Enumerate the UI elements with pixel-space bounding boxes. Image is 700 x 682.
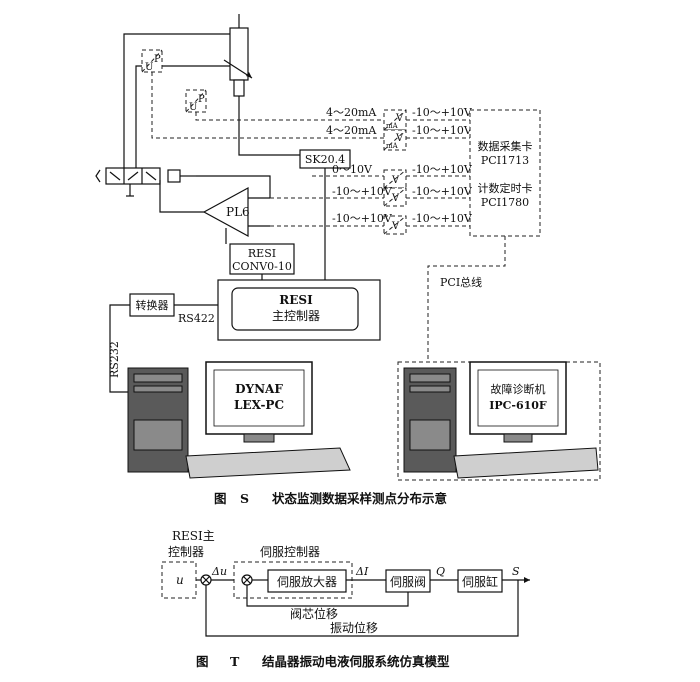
- v-converter-row2: V: [383, 187, 407, 207]
- sensor-1-u: U: [145, 62, 153, 73]
- svg-text:mA: mA: [386, 122, 399, 130]
- pc-diagnostic: 故障诊断机 IPC-610F: [397, 361, 601, 481]
- caption-t-prefix: 图: [196, 654, 209, 669]
- v-converter-row3: V: [383, 215, 407, 235]
- svg-text:Q: Q: [436, 565, 445, 578]
- svg-text:PCI1780: PCI1780: [481, 196, 529, 209]
- loop-current-1: 4～20mA: [326, 106, 377, 119]
- pressure-sensor-2: P U: [185, 89, 207, 113]
- daq-card-box: 数据采集卡 PCI1713 计数定时卡 PCI1780: [469, 109, 541, 237]
- voltage-out-5: -10～+10V: [412, 212, 473, 225]
- servo-cyl-block: 伺服缸: [457, 569, 503, 593]
- svg-text:RESI: RESI: [248, 247, 276, 260]
- sensor-2-u: U: [189, 102, 197, 113]
- svg-text:伺服阀: 伺服阀: [390, 575, 426, 589]
- caption-s-text: 状态监测数据采样测点分布示意: [272, 491, 447, 506]
- resi-conv-box: RESI CONV0-10: [229, 243, 295, 275]
- pressure-sensor-1: P U: [141, 49, 163, 73]
- ma-converter-2: V mA: [383, 129, 407, 151]
- sensor-2-p: P: [198, 94, 205, 105]
- svg-text:mA: mA: [386, 142, 399, 150]
- svg-text:PCI1713: PCI1713: [481, 154, 529, 167]
- servo-valve-block: 伺服阀: [385, 569, 431, 593]
- svg-text:计数定时卡: 计数定时卡: [478, 181, 533, 195]
- svg-text:LEX-PC: LEX-PC: [234, 398, 284, 412]
- svg-text:Δu: Δu: [211, 565, 227, 578]
- svg-text:转换器: 转换器: [136, 298, 169, 312]
- resi-label-1: RESI主: [172, 529, 215, 543]
- voltage-out-2: -10～+10V: [412, 124, 473, 137]
- svg-text:SK20.4: SK20.4: [305, 153, 345, 166]
- sensor-1-p: P: [154, 54, 161, 65]
- voltage-in-2: -10～+10V: [332, 185, 393, 198]
- rs422-label: RS422: [178, 312, 215, 325]
- svg-text:u: u: [176, 573, 184, 587]
- sum-junction-1: [200, 574, 212, 586]
- caption-t-letter: T: [230, 654, 240, 669]
- svg-text:伺服放大器: 伺服放大器: [277, 574, 337, 589]
- pl6-amplifier: PL6: [202, 186, 250, 238]
- svg-text:V: V: [391, 175, 400, 186]
- loop-current-2: 4～20mA: [326, 124, 377, 137]
- voltage-out-1: -10～+10V: [412, 106, 473, 119]
- svg-text:伺服缸: 伺服缸: [462, 574, 498, 589]
- voltage-in-3: -10～+10V: [332, 212, 393, 225]
- resi-block: [161, 561, 197, 599]
- pci-bus-label: PCI总线: [440, 275, 482, 289]
- svg-text:V: V: [391, 193, 400, 204]
- svg-text:V: V: [395, 133, 404, 144]
- voltage-out-4: -10～+10V: [412, 185, 473, 198]
- sum-junction-2: [241, 574, 253, 586]
- resi-main-controller: RESI 主控制器: [217, 279, 381, 341]
- caption-s-prefix: 图: [214, 491, 227, 506]
- svg-text:PL6: PL6: [226, 205, 250, 219]
- svg-text:S: S: [512, 565, 520, 578]
- resi-label-2: 控制器: [168, 545, 204, 559]
- svg-text:ΔI: ΔI: [355, 565, 369, 578]
- voltage-in-1: 0～10V: [332, 163, 373, 176]
- sk-box: SK20.4: [299, 149, 351, 169]
- svg-text:DYNAF: DYNAF: [235, 382, 283, 396]
- rs-converter: 转换器: [129, 293, 175, 317]
- vib-label: 振动位移: [330, 620, 378, 635]
- servo-amp-block: 伺服放大器: [267, 569, 347, 593]
- svg-text:主控制器: 主控制器: [272, 309, 320, 323]
- svg-text:V: V: [395, 113, 404, 124]
- spool-label: 阀芯位移: [290, 606, 338, 621]
- servo-valve: [95, 167, 196, 197]
- figure-t: RESI主 控制器 u Δu 伺服控制器 伺服放大器 ΔI 伺: [161, 529, 530, 669]
- svg-text:数据采集卡: 数据采集卡: [478, 139, 533, 153]
- caption-t-text: 结晶器振动电液伺服系统仿真模型: [262, 654, 450, 669]
- hydraulic-cylinder: [223, 14, 253, 112]
- svg-text:RESI: RESI: [279, 293, 313, 307]
- svg-text:V: V: [391, 221, 400, 232]
- caption-s-letter: S: [240, 491, 249, 506]
- svg-text:IPC-610F: IPC-610F: [489, 399, 547, 412]
- figure-s: P U P U V mA V mA 4～20mA 4～20mA: [95, 14, 601, 506]
- rs232-label: RS232: [108, 341, 121, 378]
- voltage-out-3: -10～+10V: [412, 163, 473, 176]
- servo-ctrl-label: 伺服控制器: [260, 545, 320, 559]
- svg-text:故障诊断机: 故障诊断机: [491, 382, 546, 396]
- ma-converter-1: V mA: [383, 109, 407, 131]
- svg-text:CONV0-10: CONV0-10: [232, 260, 292, 273]
- pc-dynaflex: DYNAF LEX-PC: [127, 361, 351, 479]
